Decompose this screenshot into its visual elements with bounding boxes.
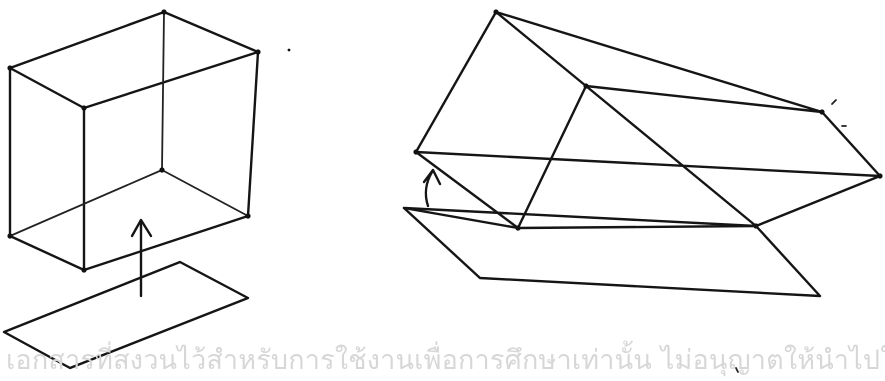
- right-box: [413, 9, 882, 230]
- right-box-bottom-edges: [416, 152, 880, 228]
- right-box-end-face-right: [586, 86, 880, 226]
- watermark-text: เอกสารที่สงวนไว้สำหรับการใช้งานเพื่อการศ…: [0, 340, 885, 381]
- right-rotation-arrow: [424, 170, 440, 206]
- left-box-right-face: [84, 52, 258, 270]
- left-box-front-face: [10, 68, 84, 270]
- left-up-arrow: [132, 220, 151, 296]
- right-box-vertices: [413, 9, 882, 230]
- right-base-plane: [404, 208, 820, 296]
- left-box-top-face: [10, 12, 258, 108]
- stray-dot: [288, 49, 291, 52]
- right-box-end-face-left: [416, 12, 586, 228]
- corner-tick-marks: [832, 100, 846, 126]
- left-box-back-edges: [10, 12, 248, 236]
- right-box-top-face: [496, 12, 822, 112]
